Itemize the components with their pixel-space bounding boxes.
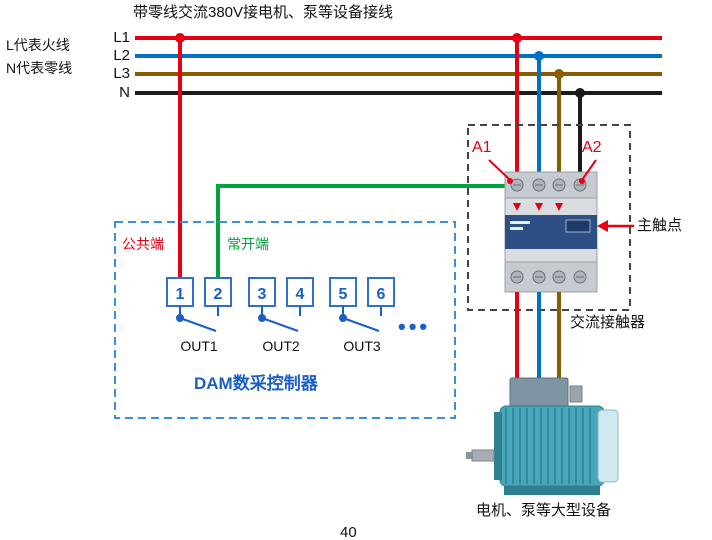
diagram-title: 带零线交流380V接电机、泵等设备接线 <box>133 4 394 21</box>
bus-label-l1: L1 <box>113 29 130 46</box>
wire-no-to-coil-a1 <box>216 184 508 278</box>
terminal-box-2 <box>204 277 232 307</box>
motor-body <box>499 405 605 487</box>
junction-l2-contactor <box>534 51 544 61</box>
contact-blade-out3 <box>342 317 380 332</box>
motor-end-cap-left <box>494 412 502 480</box>
dam-dashed-border <box>114 221 456 419</box>
contactor-label: 交流接触器 <box>570 314 646 331</box>
motor-shaft <box>471 449 495 462</box>
legend-neutral-note: N代表零线 <box>6 60 73 76</box>
ac-contactor <box>504 171 598 293</box>
terminal-number-2: 2 <box>214 286 223 303</box>
junction-l1-contactor <box>512 33 522 43</box>
motor-terminal-box <box>509 377 569 409</box>
contact-blade-out2 <box>261 317 299 332</box>
main-contact-arrowhead <box>597 220 608 232</box>
bus-label-l2: L2 <box>113 47 130 64</box>
contactor-top-screws <box>510 178 587 192</box>
terminal-number-1: 1 <box>176 286 185 303</box>
output-label-out2: OUT2 <box>262 338 300 354</box>
motor-terminal-box-stub <box>569 385 583 403</box>
main-contact-markers <box>513 203 563 211</box>
terminal-box-5 <box>329 277 357 307</box>
common-terminal-label: 公共端 <box>122 236 164 252</box>
terminal-number-4: 4 <box>296 286 305 303</box>
a1-pointer-line <box>488 159 511 181</box>
output-label-out1: OUT1 <box>180 338 218 354</box>
a1-terminal-dot <box>507 178 513 184</box>
motor-label: 电机、泵等大型设备 <box>476 502 612 519</box>
junction-l3-contactor <box>554 69 564 79</box>
motor-feed-wires <box>515 292 561 382</box>
motor <box>466 377 619 495</box>
bus-label-n: N <box>119 84 130 101</box>
motor-shaft-tip <box>466 452 473 459</box>
junction-l1-controller <box>175 33 185 43</box>
terminal-number-3: 3 <box>258 286 267 303</box>
terminal-box-4 <box>286 277 314 307</box>
contact-blade-out1 <box>179 317 217 332</box>
drop-wires <box>175 33 585 278</box>
main-contact-label: 主触点 <box>637 217 683 234</box>
normally-open-label: 常开端 <box>227 236 269 252</box>
contactor-dashed-border <box>467 124 631 311</box>
coil-terminal-a2-label: A2 <box>582 139 602 156</box>
terminal-blocks: 1 2 3 4 5 6 <box>166 277 395 307</box>
dam-controller-box <box>114 221 456 419</box>
bus-lines <box>135 36 662 95</box>
controller-name: DAM数采控制器 <box>194 374 318 393</box>
terminal-number-5: 5 <box>339 286 348 303</box>
junction-n-contactor <box>575 88 585 98</box>
motor-fins <box>505 408 591 484</box>
motor-feet <box>504 486 600 495</box>
terminal-number-6: 6 <box>377 286 386 303</box>
relay-contact-symbols <box>176 306 382 332</box>
bus-label-l3: L3 <box>113 65 130 82</box>
more-outputs-ellipsis: ••• <box>398 314 431 339</box>
legend-live-note: L代表火线 <box>6 37 70 53</box>
contactor-bottom-screws <box>510 270 587 284</box>
a2-pointer-line <box>581 159 597 181</box>
coil-terminal-a1-label: A1 <box>472 139 492 156</box>
page-number: 40 <box>340 524 357 540</box>
annotations <box>488 159 634 232</box>
motor-end-cap-right <box>597 409 619 483</box>
terminal-box-3 <box>248 277 276 307</box>
output-label-out3: OUT3 <box>343 338 381 354</box>
a2-terminal-dot <box>579 178 585 184</box>
